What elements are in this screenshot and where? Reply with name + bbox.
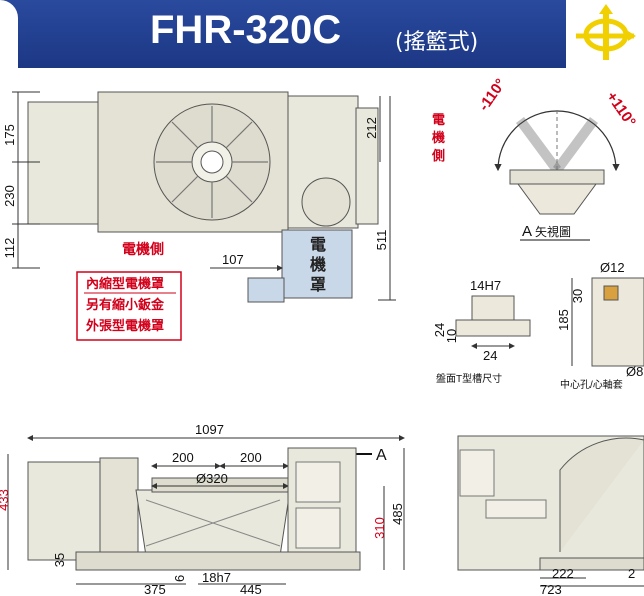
angle-plus-110: +110° (603, 89, 639, 131)
motor-side-vertical-3: 側 (431, 148, 445, 163)
dim-18h7: 18h7 (202, 570, 231, 585)
motor-cover-extension (247, 277, 285, 303)
front-view: 1097 A 200 200 Ø320 433 485 310 35 (0, 422, 405, 596)
center-dia12: Ø12 (600, 260, 625, 275)
t-slot-detail: 14H7 24 10 24 盤面T型槽尺寸 (432, 278, 531, 385)
top-view: 電 機 罩 175 230 112 212 511 107 電機側 內縮型電機罩… (2, 91, 396, 341)
dim-107: 107 (222, 252, 244, 267)
a-view-table (509, 169, 605, 185)
product-title: FHR-320C (150, 8, 342, 52)
title-banner: FHR-320C (搖籃式) (0, 0, 644, 68)
dim-1097: 1097 (195, 422, 224, 437)
center-dia-bottom: Ø8 (626, 364, 643, 379)
center-hole-detail: Ø12 30 185 Ø8 中心孔/心軸套 (556, 260, 644, 391)
dia-320: Ø320 (196, 471, 228, 486)
dim-230: 230 (2, 185, 17, 207)
center-30: 30 (570, 289, 585, 303)
motor-cover-char-2: 機 (310, 255, 326, 274)
encoder-cover (301, 177, 351, 227)
dim-433: 433 (0, 489, 11, 511)
side-dim-2x: 2 (628, 566, 635, 581)
motor-cover-options-box (76, 271, 182, 341)
dim-485: 485 (390, 503, 405, 525)
motor-cover-box (281, 229, 353, 299)
dim-112: 112 (2, 238, 17, 259)
side-dim-222: 222 (552, 566, 574, 581)
slot-24-bottom: 24 (483, 348, 497, 363)
a-view-caption-letter: A (522, 223, 532, 240)
side-view: 222 2 723 (457, 435, 644, 596)
option-internal-cover: 內縮型電機罩 (86, 276, 164, 291)
motor-side-vertical-2: 機 (432, 130, 445, 145)
dim-6: 6 (172, 575, 187, 582)
center-caption: 中心孔/心軸套 (560, 378, 623, 391)
slot-24-left: 24 (432, 323, 447, 337)
motor-side-label: 電機側 (122, 241, 164, 257)
slot-10: 10 (444, 329, 459, 343)
option-external-cover: 外張型電機罩 (85, 318, 164, 333)
dim-310: 310 (372, 517, 387, 539)
dim-212: 212 (364, 117, 379, 139)
a-view-caption-text: 矢視圖 (535, 224, 571, 239)
dim-175: 175 (2, 124, 17, 146)
motor-cover-char-3: 罩 (310, 276, 326, 294)
side-dim-723: 723 (540, 582, 562, 596)
center-185: 185 (556, 309, 571, 331)
side-cradle-arc (559, 437, 644, 552)
angle-minus-110: -110° (475, 76, 509, 115)
logo-area (566, 0, 644, 68)
a-view: 電 機 側 -110° +110° A 矢視圖 (431, 76, 639, 241)
product-subtitle: (搖籃式) (395, 30, 479, 55)
slot-14h7: 14H7 (470, 278, 501, 293)
dim-200-left: 200 (172, 450, 194, 465)
front-base (75, 551, 361, 571)
dim-511: 511 (374, 230, 389, 251)
rotation-axis-logo-icon (576, 4, 636, 60)
slot-caption: 盤面T型槽尺寸 (436, 372, 502, 385)
motor-cover-char-1: 電 (310, 236, 326, 254)
view-a-arrow-label: A (376, 447, 387, 464)
option-small-sheet: 另有縮小鈑金 (86, 297, 165, 312)
dim-375: 375 (144, 582, 166, 596)
motor-side-vertical-1: 電 (432, 112, 445, 127)
banner-notch (0, 0, 18, 68)
dim-35: 35 (52, 553, 67, 567)
dim-445: 445 (240, 582, 262, 596)
left-motor-housing (27, 101, 99, 225)
dim-200-right: 200 (240, 450, 262, 465)
